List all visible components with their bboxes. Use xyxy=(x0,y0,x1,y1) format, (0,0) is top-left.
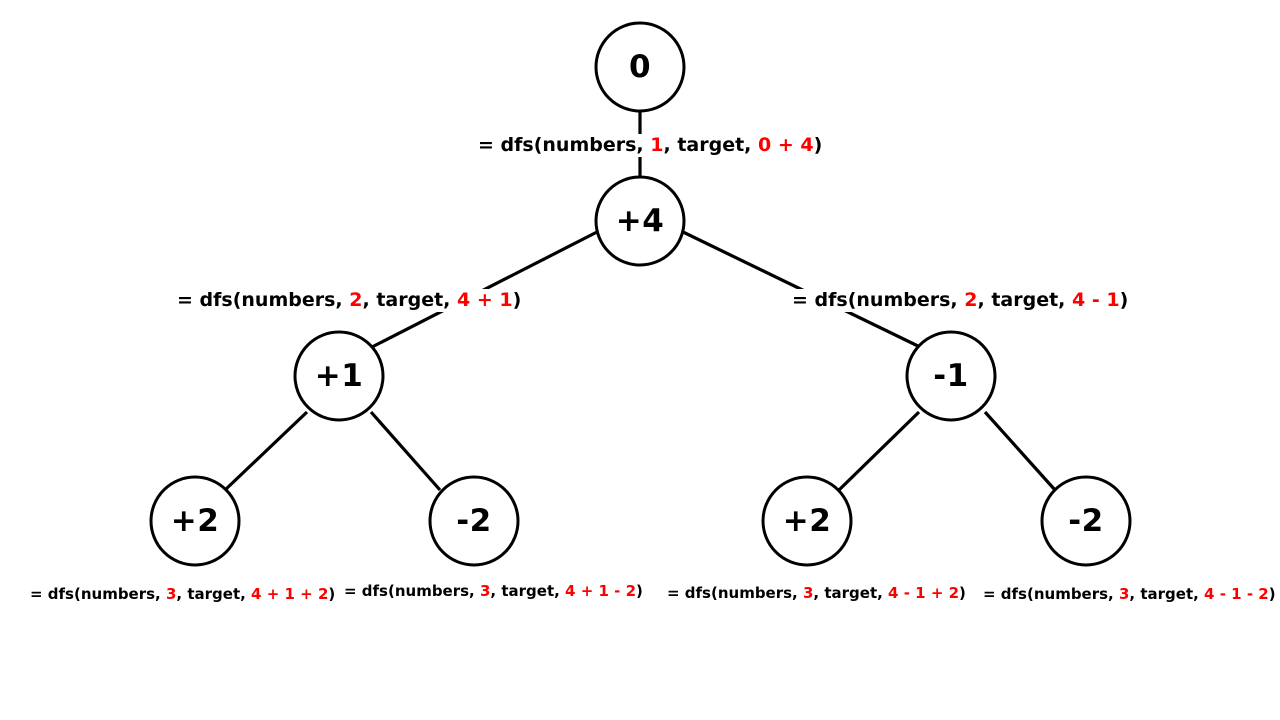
call-suffix: ) xyxy=(1119,289,1129,311)
node-plus1-circle xyxy=(293,330,385,422)
node-plus4-label: +4 xyxy=(615,203,665,239)
call-prefix: = dfs(numbers, xyxy=(478,134,651,156)
node-right-minus2-label: -2 xyxy=(1068,503,1104,539)
edge-plus1-to-minus2 xyxy=(369,410,442,492)
call-sum: 4 + 1 - 2 xyxy=(565,582,637,600)
call-prefix: = dfs(numbers, xyxy=(344,582,480,600)
call-mid: , target, xyxy=(1129,585,1205,603)
call-prefix: = dfs(numbers, xyxy=(792,289,965,311)
node-right-plus2-circle xyxy=(761,475,853,567)
call-index: 3 xyxy=(479,582,491,600)
node-left-minus2-label: -2 xyxy=(456,503,492,539)
node-left-minus2-circle xyxy=(428,475,520,567)
edge-minus1-to-plus2 xyxy=(837,410,921,492)
call-prefix: = dfs(numbers, xyxy=(983,585,1119,603)
call-sum: 4 - 1 xyxy=(1072,289,1120,311)
node-root-circle xyxy=(594,21,686,113)
call-suffix: ) xyxy=(636,582,643,600)
call-label-level3-rl: = dfs(numbers, 3, target, 4 - 1 + 2) xyxy=(663,584,970,602)
call-label-level1: = dfs(numbers, 1, target, 0 + 4) xyxy=(474,134,827,157)
call-sum: 4 + 1 + 2 xyxy=(251,585,329,603)
call-index: 2 xyxy=(349,289,363,311)
call-sum: 0 + 4 xyxy=(758,134,814,156)
node-left-plus2-circle xyxy=(149,475,241,567)
call-mid: , target, xyxy=(362,289,457,311)
call-index: 3 xyxy=(1118,585,1130,603)
call-label-level2-left: = dfs(numbers, 2, target, 4 + 1) xyxy=(173,289,526,312)
node-minus1-label: -1 xyxy=(933,358,969,394)
call-prefix: = dfs(numbers, xyxy=(667,584,803,602)
call-index: 3 xyxy=(802,584,814,602)
call-sum: 4 + 1 xyxy=(457,289,513,311)
call-label-level3-lr: = dfs(numbers, 3, target, 4 + 1 - 2) xyxy=(340,582,647,600)
call-suffix: ) xyxy=(813,134,823,156)
node-minus1-circle xyxy=(905,330,997,422)
edge-minus1-to-minus2 xyxy=(983,410,1057,492)
call-index: 1 xyxy=(650,134,664,156)
call-mid: , target, xyxy=(977,289,1072,311)
node-root-label: 0 xyxy=(628,49,652,85)
call-label-level3-rr: = dfs(numbers, 3, target, 4 - 1 - 2) xyxy=(979,585,1280,603)
call-sum: 4 - 1 + 2 xyxy=(888,584,960,602)
call-suffix: ) xyxy=(512,289,522,311)
call-mid: , target, xyxy=(176,585,252,603)
call-suffix: ) xyxy=(328,585,336,603)
call-mid: , target, xyxy=(813,584,889,602)
call-sum: 4 - 1 - 2 xyxy=(1204,585,1269,603)
node-right-plus2-label: +2 xyxy=(782,503,832,539)
call-label-level2-right: = dfs(numbers, 2, target, 4 - 1) xyxy=(788,289,1133,312)
call-mid: , target, xyxy=(663,134,758,156)
call-prefix: = dfs(numbers, xyxy=(30,585,166,603)
node-plus4-circle xyxy=(594,175,686,267)
call-suffix: ) xyxy=(1268,585,1276,603)
call-prefix: = dfs(numbers, xyxy=(177,289,350,311)
node-left-plus2-label: +2 xyxy=(170,503,220,539)
call-index: 3 xyxy=(165,585,177,603)
call-label-level3-ll: = dfs(numbers, 3, target, 4 + 1 + 2) xyxy=(26,585,340,603)
call-index: 2 xyxy=(964,289,978,311)
call-suffix: ) xyxy=(959,584,966,602)
node-plus1-label: +1 xyxy=(314,358,364,394)
edge-plus1-to-plus2 xyxy=(223,410,309,492)
call-mid: , target, xyxy=(490,582,566,600)
node-right-minus2-circle xyxy=(1040,475,1132,567)
